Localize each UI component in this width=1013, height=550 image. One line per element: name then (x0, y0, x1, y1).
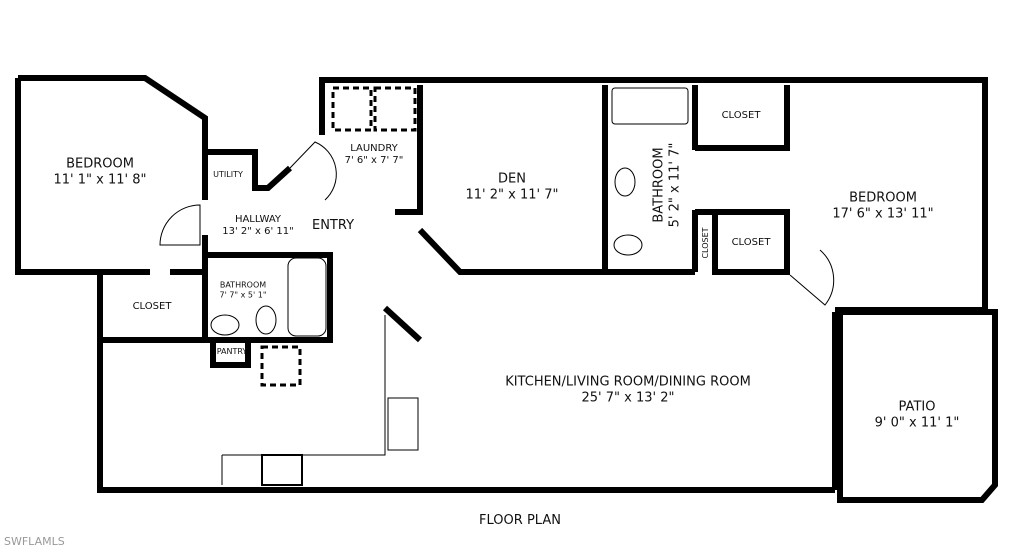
wall-left-bedroom (18, 75, 293, 191)
room-label-utility: UTILITY (213, 170, 243, 180)
vanity-sink-2 (614, 167, 636, 197)
dryer (373, 86, 417, 132)
room-label-closet-1: CLOSET (721, 110, 761, 121)
bedroom-door-swing (159, 204, 201, 246)
wall-patio (835, 309, 998, 503)
wall-kitchen-island (382, 305, 423, 343)
wall-bathroom (205, 252, 333, 343)
wall-pantry (210, 340, 251, 368)
wall-closet-bottom (695, 209, 790, 275)
room-label-closet-4: CLOSET (132, 301, 172, 312)
bedroom2-door-swing (789, 249, 835, 306)
kitchen-sink (387, 397, 419, 451)
wall-bath2 (605, 85, 698, 275)
pantry-shelf (260, 345, 302, 387)
toilet-2 (613, 234, 643, 256)
vanity-sink (210, 314, 240, 336)
stove (261, 454, 303, 486)
plan-title: FLOOR PLAN (479, 513, 561, 529)
shower-tub (611, 87, 689, 125)
wall-closet-top (695, 85, 790, 151)
room-label-pantry: PANTRY (216, 347, 248, 357)
room-label-closet-2: CLOSET (731, 237, 771, 248)
bathtub (287, 257, 327, 337)
toilet (255, 305, 277, 335)
room-label-closet-3: CLOSET (701, 227, 711, 259)
wall-den (417, 85, 608, 275)
room-label-entry: ENTRY (311, 218, 355, 234)
watermark: SWFLAMLS (4, 535, 65, 548)
wall-laundry-right (395, 85, 423, 215)
washer (331, 86, 373, 132)
entry-door-swing (289, 141, 337, 201)
wall-left-outer (15, 78, 835, 493)
